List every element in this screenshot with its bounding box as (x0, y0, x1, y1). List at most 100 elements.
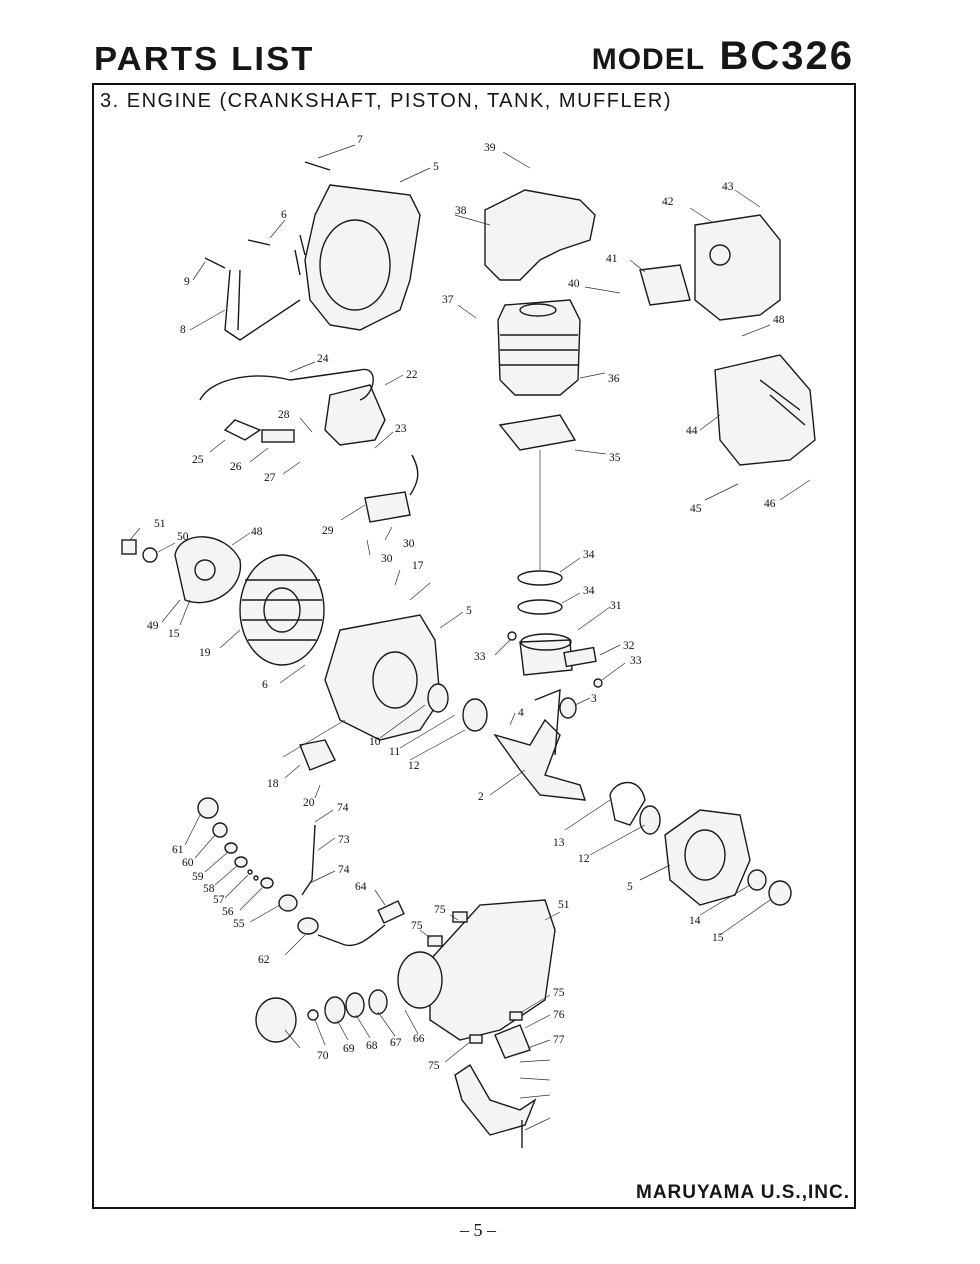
callout-42: 43 (722, 181, 734, 193)
crankshaft-drawing (493, 718, 587, 801)
callout-28: 29 (322, 525, 334, 537)
callout-6b: 6 (262, 679, 268, 691)
callout-50: 50 (177, 531, 189, 543)
callout-37: 38 (455, 205, 467, 217)
callout-46: 48 (773, 314, 785, 326)
company-name: MARUYAMA U.S.,INC. (636, 1182, 850, 1203)
flywheel-drawing (239, 554, 325, 666)
callout-6: 6 (281, 209, 287, 221)
callout-5c: 5 (627, 881, 633, 893)
ignition-coil-drawing (324, 384, 386, 446)
muffler-drawing (694, 214, 781, 321)
callout-10: 10 (369, 736, 381, 748)
callout-58: 59 (192, 871, 204, 883)
callout-20: 19 (199, 647, 211, 659)
diagram-frame (92, 83, 856, 1209)
callout-29: 30 (403, 538, 415, 550)
callout-8: 8 (180, 324, 186, 336)
callout-36: 37 (442, 294, 454, 306)
callout-11: 11 (389, 746, 400, 758)
handle-drawing (224, 269, 301, 341)
callout-31: 32 (623, 640, 635, 652)
cylinder-cover-drawing (484, 189, 596, 281)
callout-69: 73 (338, 834, 350, 846)
callout-71b: 75 (411, 920, 423, 932)
callout-2: 2 (478, 791, 484, 803)
model-heading: MODEL BC326 (592, 34, 854, 79)
callout-labels: 7 5 6 9 8 39 38 43 42 41 40 37 36 48 44 … (147, 134, 785, 1072)
callout-25: 26 (230, 461, 242, 473)
callout-13: 13 (553, 837, 565, 849)
callout-34: 35 (609, 452, 621, 464)
callout-70: 74 (337, 802, 349, 814)
model-label: MODEL (591, 43, 706, 76)
callout-60: 61 (172, 844, 184, 856)
callout-12b: 12 (578, 853, 590, 865)
callout-62: 64 (355, 881, 367, 893)
fuel-tank-drawing (429, 899, 556, 1041)
callout-9: 9 (184, 276, 190, 288)
callout-15: 15 (168, 628, 180, 640)
callout-32b: 33 (630, 655, 642, 667)
rear-handle-drawing (454, 1064, 537, 1136)
callout-24: 25 (192, 454, 204, 466)
callout-66: 68 (366, 1040, 378, 1052)
drawings (121, 161, 816, 1148)
callout-5: 5 (433, 161, 439, 173)
callout-33b: 34 (583, 585, 595, 597)
callout-43: 44 (686, 425, 698, 437)
callout-23: 24 (317, 353, 329, 365)
callout-67: 69 (343, 1043, 355, 1055)
callout-71: 75 (434, 904, 446, 916)
callout-15b: 15 (712, 932, 724, 944)
callout-49: 49 (147, 620, 159, 632)
callout-68: 70 (317, 1050, 329, 1062)
callout-73: 77 (553, 1034, 565, 1046)
clutch-drawing (174, 536, 242, 604)
callout-57: 58 (203, 883, 215, 895)
callout-21: 22 (406, 369, 418, 381)
crankcase-half-drawing (664, 809, 751, 906)
model-number: BC326 (719, 34, 854, 78)
callout-29b: 30 (381, 553, 393, 565)
callout-22: 23 (395, 423, 407, 435)
callout-5b: 5 (466, 605, 472, 617)
crankcase-drawing (324, 614, 441, 741)
callout-61: 62 (258, 954, 270, 966)
callout-32: 33 (474, 651, 486, 663)
callout-72: 76 (553, 1009, 565, 1021)
callout-17: 17 (412, 560, 424, 572)
callout-48: 48 (251, 526, 263, 538)
callout-19: 20 (303, 797, 315, 809)
cylinder-drawing (497, 299, 581, 396)
callout-4: 4 (518, 707, 524, 719)
callout-39: 40 (568, 278, 580, 290)
callout-12: 12 (408, 760, 420, 772)
callout-40: 41 (606, 253, 618, 265)
callout-44: 45 (690, 503, 702, 515)
callout-7: 7 (357, 134, 363, 146)
callout-35: 36 (608, 373, 620, 385)
callout-54: 55 (233, 918, 245, 930)
callout-55: 56 (222, 906, 234, 918)
callout-41: 42 (662, 196, 674, 208)
callout-18: 18 (267, 778, 279, 790)
callout-71d: 75 (428, 1060, 440, 1072)
callout-33: 34 (583, 549, 595, 561)
page-title: PARTS LIST (94, 40, 315, 77)
callout-14: 14 (689, 915, 701, 927)
callout-71c: 75 (553, 987, 565, 999)
callout-70b: 74 (338, 864, 350, 876)
callout-38: 39 (484, 142, 496, 154)
fuel-cap-drawing (255, 997, 297, 1043)
fan-cover-drawing (304, 184, 421, 331)
muffler-cover-drawing (714, 354, 816, 466)
callout-45: 46 (764, 498, 776, 510)
callout-51b: 51 (558, 899, 570, 911)
section-title: 3. ENGINE (CRANKSHAFT, PISTON, TANK, MUF… (100, 90, 673, 112)
callout-65: 67 (390, 1037, 402, 1049)
leader-lines (129, 144, 811, 1131)
callout-51: 51 (154, 518, 166, 530)
callout-30: 31 (610, 600, 622, 612)
